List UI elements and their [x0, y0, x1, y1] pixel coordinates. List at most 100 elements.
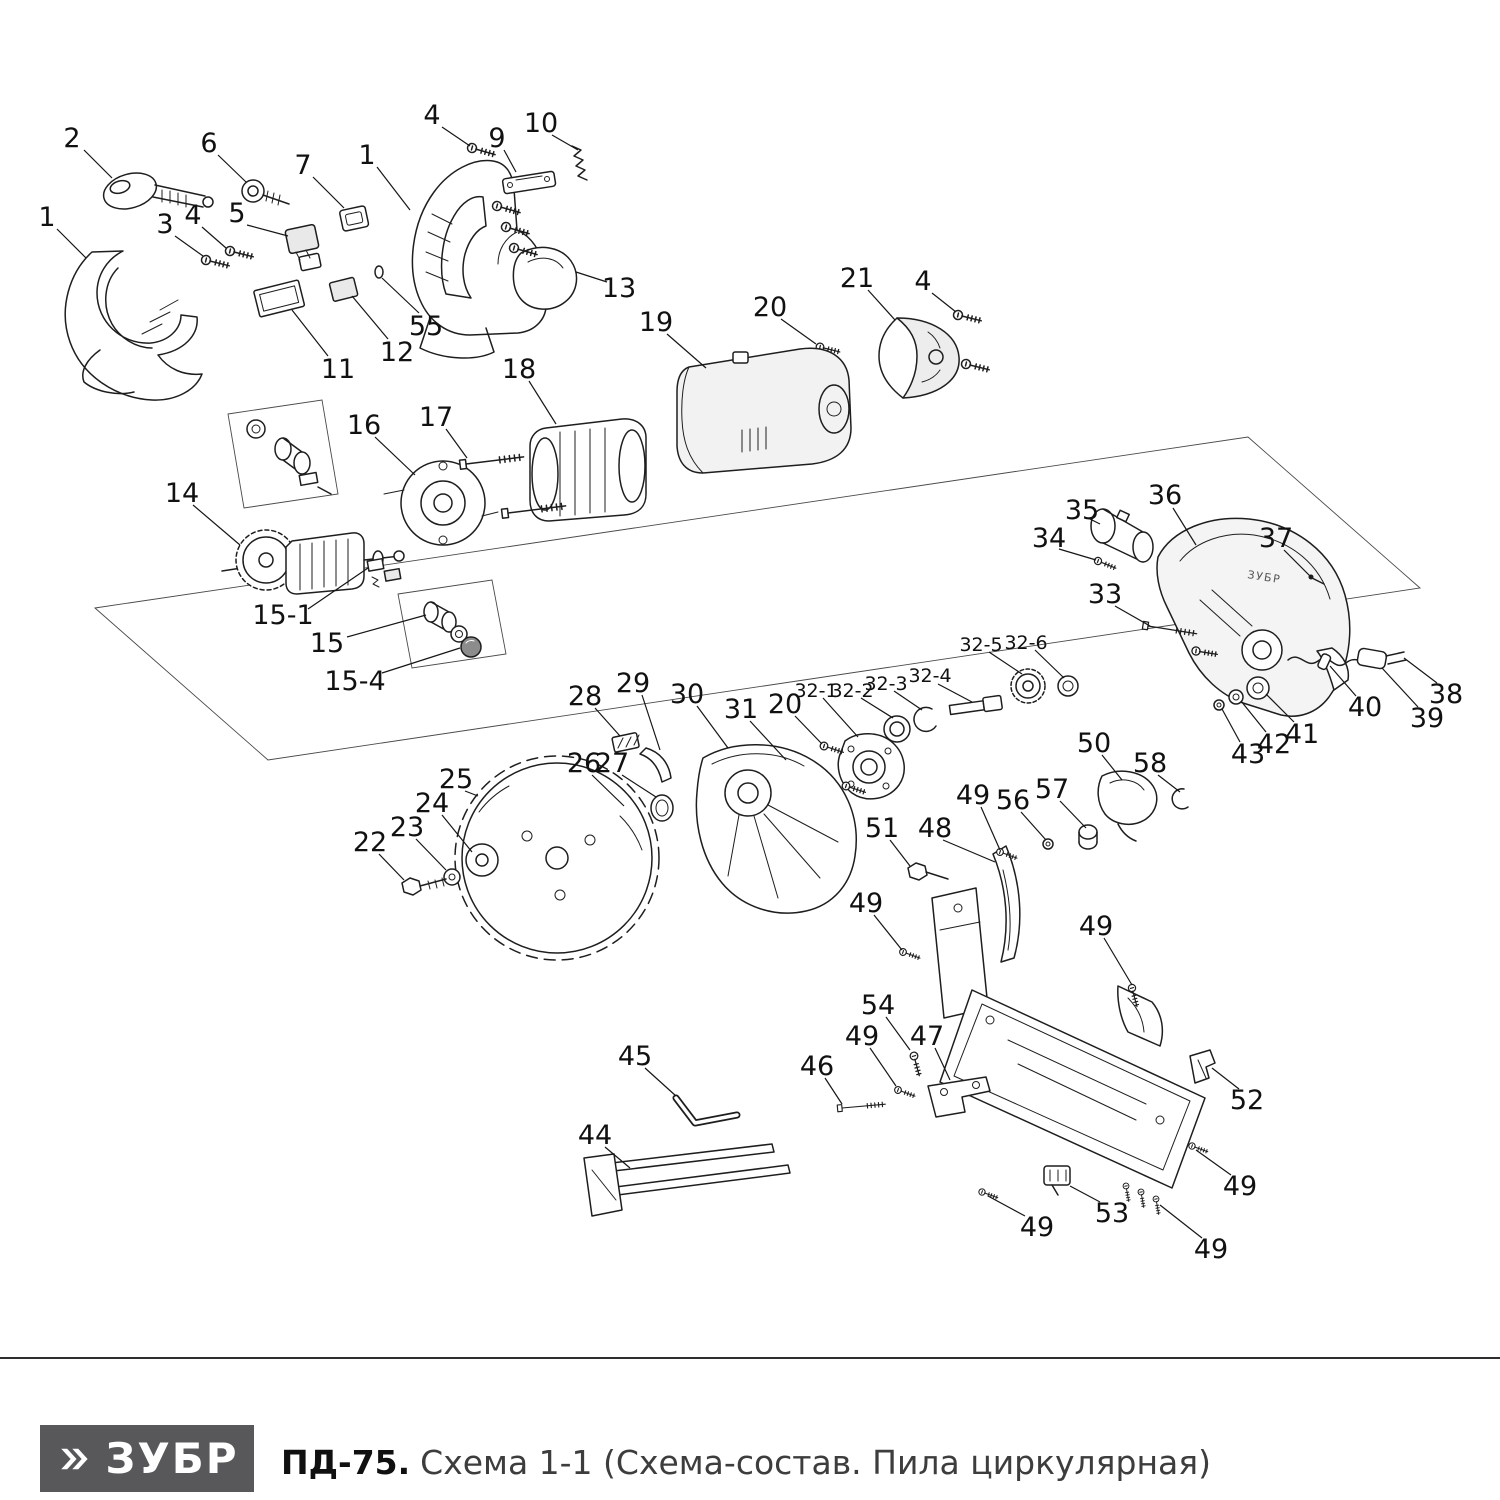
- leader-line: [1403, 657, 1438, 684]
- callout-label: 32-1: [794, 680, 837, 702]
- leader-line: [1089, 518, 1101, 525]
- leader-line: [860, 697, 894, 719]
- callout-label: 47: [910, 1021, 944, 1052]
- part-rip-fence-44-drawing: [583, 1143, 791, 1217]
- brand-name: ЗУБР: [105, 1433, 239, 1483]
- callout-label: 15-1: [252, 600, 313, 631]
- part-wrench-45-drawing: [672, 1094, 741, 1127]
- part-lever-29-drawing: [639, 747, 672, 783]
- leader-line: [1020, 811, 1047, 841]
- leader-line: [378, 853, 405, 881]
- leader-line: [1058, 548, 1097, 561]
- part-main-handle-drawing: [411, 159, 547, 359]
- leader-line: [885, 1016, 911, 1051]
- leader-line: [591, 774, 625, 807]
- leader-line: [312, 176, 345, 209]
- callout-label: 2: [63, 123, 80, 154]
- leader-line: [1172, 507, 1197, 546]
- leader-line: [201, 226, 227, 249]
- leader-line: [824, 1077, 843, 1105]
- leader-line: [794, 715, 823, 745]
- part-cap-12-drawing: [328, 276, 359, 302]
- callout-label: 49: [956, 780, 990, 811]
- callout-label: 20: [753, 292, 787, 323]
- leader-line: [604, 1146, 631, 1169]
- callout-label: 24: [415, 788, 449, 819]
- part-clamp-53-drawing: [1043, 1165, 1071, 1196]
- callout-label: 32-3: [864, 673, 907, 695]
- callout-label: 41: [1285, 719, 1319, 750]
- leader-line: [56, 228, 87, 259]
- leader-line: [988, 651, 1023, 675]
- callout-label: 34: [1032, 523, 1066, 554]
- callout-label: 5: [228, 198, 245, 229]
- callout-label: 32-4: [908, 665, 951, 687]
- callout-label: 49: [849, 888, 883, 919]
- callout-label: 45: [618, 1041, 652, 1072]
- part-bearing-32-2-drawing: [883, 715, 911, 743]
- callout-label: 4: [184, 200, 201, 231]
- leader-line: [246, 224, 289, 237]
- callout-label: 46: [800, 1051, 834, 1082]
- part-washer-24-drawing: [465, 843, 499, 877]
- callout-label: 27: [595, 748, 629, 779]
- part-flange-32-1-drawing: [818, 733, 905, 800]
- callout-label: 19: [639, 307, 673, 338]
- leader-line: [987, 1195, 1026, 1217]
- callout-label: 1: [358, 140, 375, 171]
- part-button-7-drawing: [339, 205, 370, 232]
- leader-line: [869, 1047, 897, 1087]
- leader-line: [942, 839, 996, 863]
- leader-line: [749, 720, 787, 761]
- callout-label: 51: [865, 813, 899, 844]
- leader-line: [374, 436, 416, 476]
- callout-label: 4: [423, 100, 440, 131]
- leader-line: [931, 292, 957, 313]
- callout-label: 32-5: [959, 634, 1002, 656]
- part-ring-32-6-drawing: [1057, 675, 1079, 697]
- leader-line: [351, 295, 389, 340]
- leader-line: [575, 271, 608, 283]
- leader-line: [1211, 1067, 1240, 1090]
- leader-line: [1283, 549, 1311, 577]
- callout-label: 32-6: [1004, 632, 1047, 654]
- callout-label: 49: [1079, 911, 1113, 942]
- callout-label: 49: [1194, 1234, 1228, 1265]
- callout-label: 56: [996, 785, 1030, 816]
- callout-label: 17: [419, 402, 453, 433]
- part-brush-15-1-drawing: [366, 557, 402, 588]
- part-lower-guard-30-drawing: [695, 744, 857, 914]
- part-brush-28-drawing: [611, 732, 640, 753]
- callout-label: 43: [1231, 739, 1265, 770]
- leader-line: [889, 839, 911, 867]
- callout-label: 32-2: [830, 680, 873, 702]
- callout-label: 23: [390, 812, 424, 843]
- part-switch-5-drawing: [284, 223, 322, 272]
- part-stator-18-drawing: [529, 418, 647, 522]
- callout-label: 55: [409, 311, 443, 342]
- callout-label: 9: [488, 123, 505, 154]
- part-pin-55-drawing: [374, 265, 384, 279]
- leader-line: [1034, 649, 1065, 679]
- part-52-drawing: [1189, 1049, 1216, 1084]
- footer: ЗУБР ПД-75.Схема 1-1 (Схема-состав. Пила…: [0, 1357, 1500, 1500]
- callout-label: 30: [670, 679, 704, 710]
- leader-line: [83, 149, 113, 179]
- callout-label: 39: [1410, 703, 1444, 734]
- leader-line: [1114, 605, 1151, 627]
- leader-line: [666, 333, 707, 369]
- part-bolt-51-drawing: [907, 862, 949, 881]
- part-bearing-shield-16-drawing: [383, 460, 499, 546]
- callout-label: 20: [768, 689, 802, 720]
- callout-label: 48: [918, 813, 952, 844]
- part-plate-9-drawing: [501, 170, 557, 195]
- leader-line: [1221, 708, 1241, 743]
- leader-line: [644, 1067, 677, 1097]
- leader-line: [1381, 667, 1419, 708]
- part-motor-housing-19-drawing: [676, 347, 852, 474]
- part-washer-23-drawing: [443, 868, 461, 886]
- callout-label: 11: [321, 354, 355, 385]
- part-bearing-set-top-drawing: [246, 419, 332, 495]
- callout-label: 40: [1348, 692, 1382, 723]
- callout-label: 37: [1259, 523, 1293, 554]
